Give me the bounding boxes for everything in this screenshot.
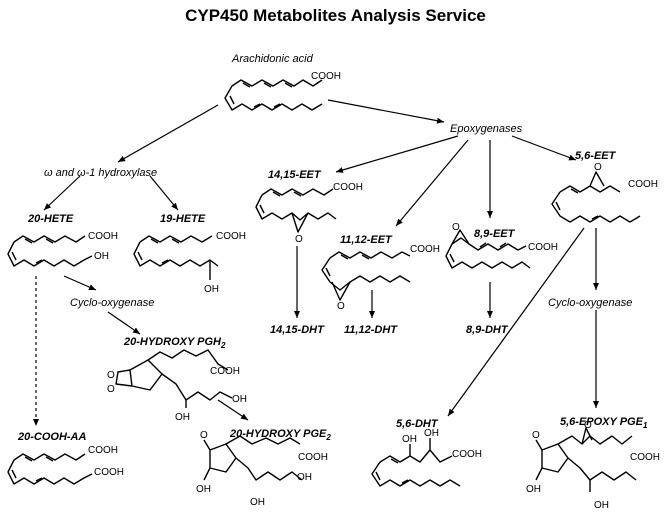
epoxy-pge1-o-label: O [532, 430, 540, 441]
label-8-9-eet: 8,9-EET [474, 228, 516, 240]
eet56-structure: O COOH [551, 162, 658, 223]
hydroxy-pgh2-structure: O O COOH OH OH [107, 349, 247, 423]
pge2-oh1-label: OH [196, 484, 211, 495]
arrow-aa-to-hydroxylase [117, 104, 219, 163]
dht56-structure: OH OH COOH [371, 428, 482, 487]
pgh2-oh2-label: OH [232, 394, 247, 405]
pgh2-oh-label: OH [175, 412, 190, 423]
eet89-cooh-label: COOH [528, 242, 558, 253]
aa-cooh-label: COOH [311, 71, 341, 82]
eet1112-cooh-label: COOH [410, 244, 440, 255]
label-20-cooh-aa: 20-COOH-AA [17, 431, 87, 443]
arrow-56eet-to-56dht [447, 227, 585, 417]
arrow-hydroxylase-to-19hete [149, 175, 179, 211]
epoxy-pge1-cooh-label: COOH [630, 452, 660, 463]
eet89-structure: O COOH [445, 222, 558, 269]
hete19-cooh-label: COOH [216, 231, 246, 242]
dht56-oh2-label: OH [424, 428, 439, 439]
hete19-oh-label: OH [204, 284, 219, 295]
hete20-oh-label: OH [94, 251, 109, 262]
pgh2-o-label-bottom: O [107, 384, 115, 395]
pge2-o-label: O [200, 430, 208, 441]
dht56-oh1-label: OH [402, 434, 417, 445]
arachidonic-acid-structure: COOH [224, 71, 341, 111]
hydroxy-pge2-structure: O COOH OH OH OH [196, 430, 328, 508]
eet1112-o-label: O [337, 301, 345, 312]
cooh-aa-cooh1-label: COOH [88, 445, 118, 456]
pgh2-o-label-top: O [107, 370, 115, 381]
epoxy-pge1-epoxy-o-label: O [584, 420, 592, 431]
arrow-20hete-to-cyclooxygenase [63, 275, 97, 291]
eet56-cooh-label: COOH [628, 179, 658, 190]
arrow-cyclooxygenase-to-pgh2 [107, 311, 141, 335]
epoxy-pge1-structure: O O COOH OH OH [526, 420, 660, 511]
arrow-epox-to-56eet [511, 135, 577, 161]
arrow-pgh2-to-pge2 [217, 399, 249, 421]
label-cyclooxygenase-right: Cyclo-oxygenase [548, 297, 632, 309]
pgh2-cooh-label: COOH [210, 366, 240, 377]
cooh-aa-cooh2-label: COOH [94, 467, 124, 478]
label-hydroxylase: ω and ω-1 hydroxylase [44, 167, 157, 179]
page-title: CYP450 Metabolites Analysis Service [185, 6, 486, 25]
epoxy-pge1-oh1-label: OH [526, 484, 541, 495]
arrow-hydroxylase-to-20hete [43, 175, 81, 211]
label-5-6-dht: 5,6-DHT [396, 418, 439, 430]
label-5-6-eet: 5,6-EET [575, 150, 617, 162]
pge2-cooh-label: COOH [298, 452, 328, 463]
label-14-15-eet: 14,15-EET [268, 169, 322, 181]
hete20-structure: COOH OH [7, 231, 118, 267]
label-14-15-dht: 14,15-DHT [270, 324, 325, 336]
eet1415-cooh-label: COOH [333, 182, 363, 193]
label-8-9-dht: 8,9-DHT [466, 324, 509, 336]
epoxy-pge1-oh2-label: OH [594, 500, 609, 511]
arrow-epox-to-1112eet [395, 139, 469, 227]
label-epoxygenases: Epoxygenases [450, 123, 523, 135]
cooh-aa-structure: COOH COOH [7, 445, 124, 485]
label-11-12-dht: 11,12-DHT [344, 324, 398, 336]
label-arachidonic-acid: Arachidonic acid [231, 53, 314, 65]
pge2-oh2-label: OH [250, 497, 265, 508]
label-20-hydroxy-pgh2: 20-HYDROXY PGH2 [123, 336, 226, 350]
eet1112-structure: O COOH [321, 244, 440, 312]
pge2-oh3-label: OH [297, 472, 312, 483]
label-cyclooxygenase-left: Cyclo-oxygenase [70, 297, 154, 309]
eet56-o-label: O [594, 162, 602, 173]
eet1415-o-label: O [295, 234, 303, 245]
hete19-structure: COOH OH [133, 231, 246, 295]
pathway-arrows [33, 99, 599, 426]
label-20-hete: 20-HETE [27, 213, 74, 225]
label-20-hydroxy-pge2: 20-HYDROXY PGE2 [229, 428, 331, 442]
label-19-hete: 19-HETE [160, 213, 206, 225]
arrow-aa-to-epoxygenases [327, 99, 445, 124]
label-5-6-epoxy-pge1: 5,6-EPOXY PGE1 [560, 416, 648, 430]
arrow-epox-to-1415eet [335, 135, 459, 173]
label-11-12-eet: 11,12-EET [340, 234, 393, 246]
eet1415-structure: O COOH [255, 182, 363, 245]
hete20-cooh-label: COOH [88, 231, 118, 242]
dht56-cooh-label: COOH [452, 449, 482, 460]
eet89-o-label: O [452, 222, 460, 233]
